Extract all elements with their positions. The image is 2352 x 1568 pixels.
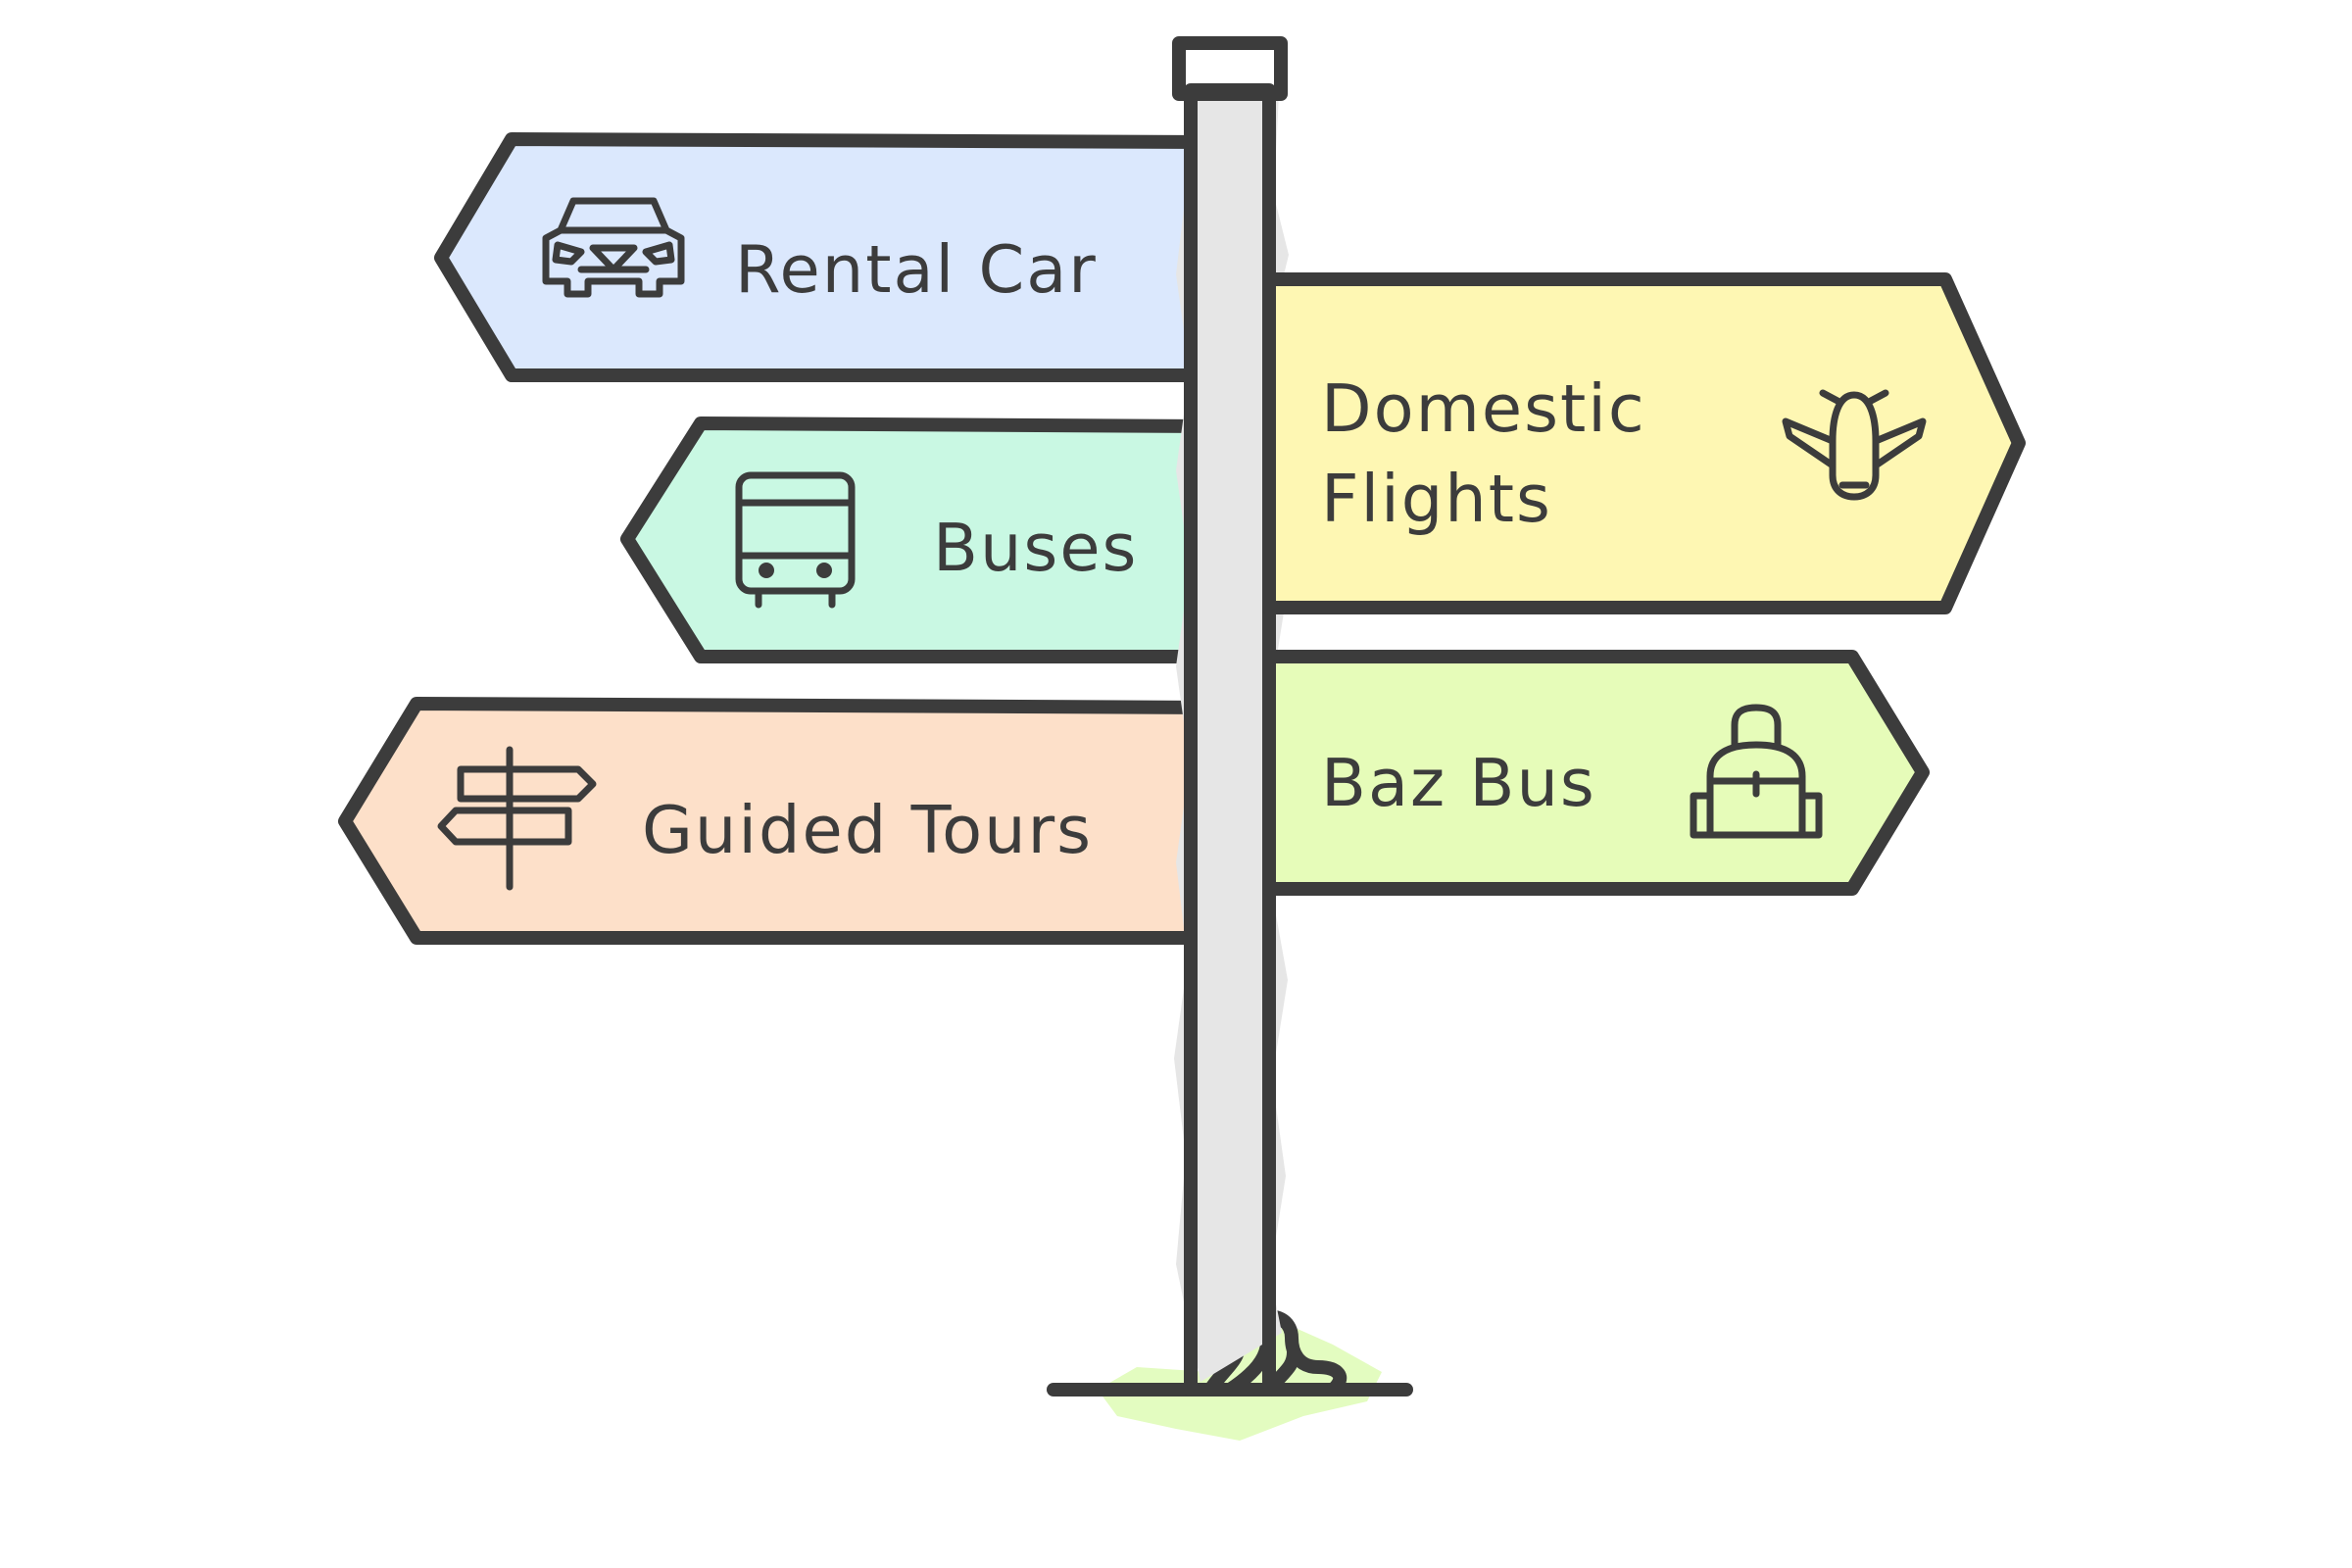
domestic-flights-line1: Domestic [1321, 370, 1646, 447]
baz-bus-label: Baz Bus [1321, 745, 1596, 821]
car-icon [542, 197, 685, 298]
airplane-icon [1782, 389, 1927, 501]
buses-label: Buses [933, 510, 1138, 586]
sign-baz-bus: Baz Bus [1262, 650, 1930, 896]
sign-domestic-flights: Domestic Flights [1262, 272, 2026, 614]
backpack-icon [1690, 704, 1823, 839]
bus-icon [735, 471, 856, 609]
domestic-flights-line2: Flights [1321, 461, 1552, 537]
rental-car-label: Rental Car [735, 231, 1098, 308]
guided-tours-label: Guided Tours [642, 792, 1093, 868]
sign-rental-car: Rental Car [434, 132, 1217, 382]
signpost-icon [437, 746, 597, 891]
sign-buses: Buses [620, 416, 1217, 663]
sign-guided-tours: Guided Tours [338, 697, 1217, 945]
